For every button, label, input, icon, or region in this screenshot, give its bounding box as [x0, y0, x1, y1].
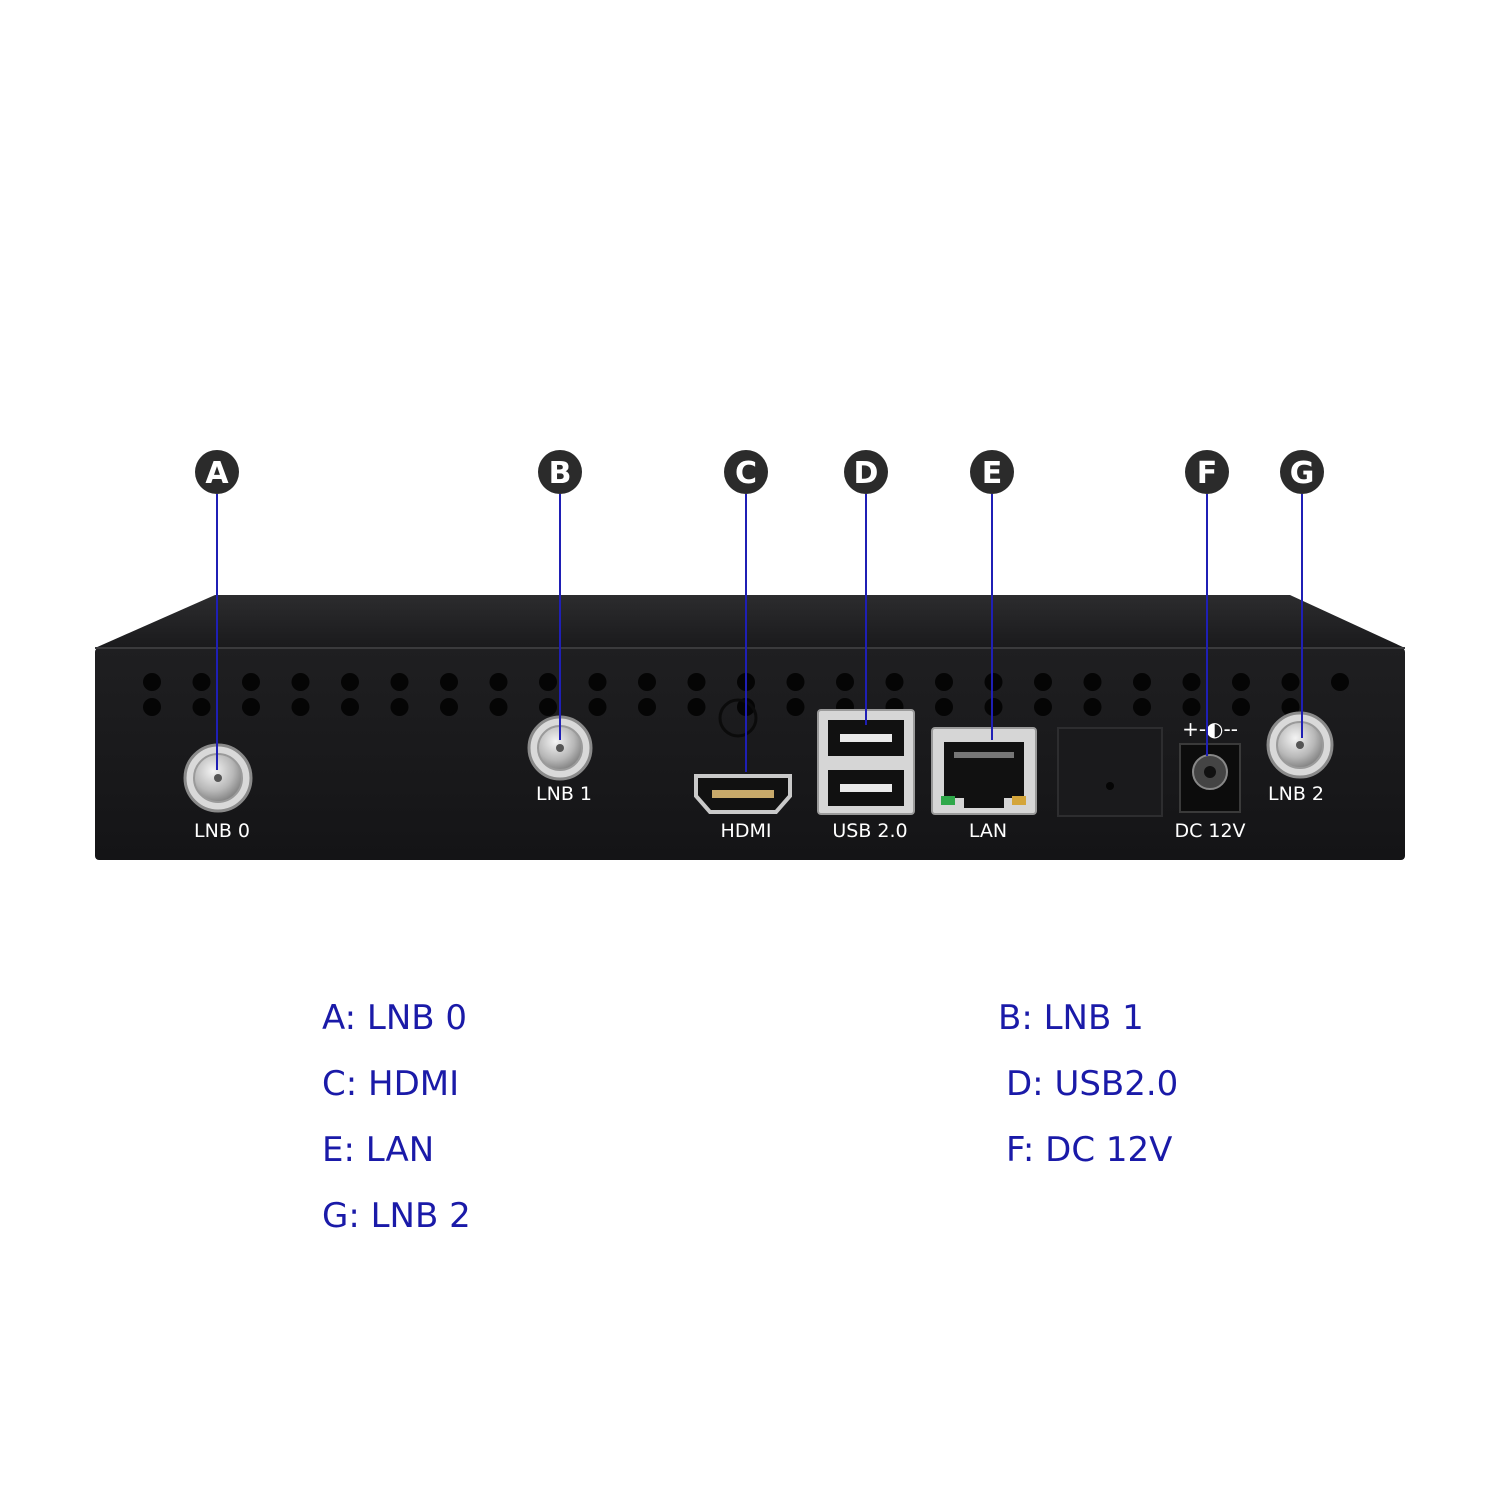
vent-hole	[935, 698, 953, 716]
vent-hole	[341, 698, 359, 716]
callout-letter-c: C	[735, 456, 757, 491]
vent-hole	[984, 673, 1003, 691]
vent-hole	[291, 673, 310, 691]
legend-item: G: LNB 2	[322, 1196, 471, 1236]
port-label-c: HDMI	[721, 820, 772, 842]
legend-item: B: LNB 1	[998, 998, 1144, 1038]
callout-letter-b: B	[549, 456, 572, 491]
callout-badge-d: D	[844, 450, 888, 494]
port-labels: LNB 0 LNB 1 HDMI USB 2.0 LAN DC 12V LNB 2	[194, 783, 1324, 842]
lnb-1-connector	[527, 715, 593, 781]
vent-hole	[539, 673, 557, 691]
vent-hole	[1083, 698, 1102, 716]
vent-hole	[1232, 698, 1250, 716]
vent-hole	[984, 698, 1003, 716]
vent-hole	[489, 673, 508, 691]
callout-badges: A B C D E F G	[195, 450, 1324, 494]
callout-badge-a: A	[195, 450, 239, 494]
port-label-a: LNB 0	[194, 820, 250, 842]
callout-badge-circle	[538, 450, 582, 494]
screw-ring	[718, 698, 758, 738]
vent-hole	[390, 673, 409, 691]
blank-panel	[1057, 727, 1163, 817]
vent-hole	[935, 673, 953, 691]
dc-polarity-symbol: +-◐--	[1182, 717, 1238, 741]
vent-hole	[786, 673, 805, 691]
lan-port	[931, 727, 1037, 815]
vent-hole	[440, 673, 458, 691]
callout-badge-b: B	[538, 450, 582, 494]
callout-letter-f: F	[1197, 456, 1218, 491]
callout-letter-a: A	[205, 456, 229, 491]
callout-badge-circle	[724, 450, 768, 494]
legend-item: E: LAN	[322, 1130, 435, 1170]
vent-hole	[786, 698, 805, 716]
vent-hole	[588, 698, 607, 716]
vent-hole	[687, 698, 706, 716]
callout-badge-circle	[844, 450, 888, 494]
vent-hole	[1281, 698, 1300, 716]
callout-badge-g: G	[1280, 450, 1324, 494]
callout-badge-circle	[970, 450, 1014, 494]
vent-hole	[638, 673, 656, 691]
callout-letter-d: D	[854, 456, 879, 491]
vent-hole	[341, 673, 359, 691]
vent-hole	[143, 673, 161, 691]
vent-hole	[1083, 673, 1102, 691]
callout-badge-c: C	[724, 450, 768, 494]
callout-letter-e: E	[982, 456, 1003, 491]
callout-badge-circle	[1185, 450, 1229, 494]
vent-hole	[539, 698, 557, 716]
vent-hole	[638, 698, 656, 716]
vent-hole	[1182, 698, 1201, 716]
legend-item: A: LNB 0	[322, 998, 468, 1038]
vent-hole	[1331, 673, 1349, 691]
callout-badge-f: F	[1185, 450, 1229, 494]
vent-hole	[588, 673, 607, 691]
callout-badge-circle	[1280, 450, 1324, 494]
callout-badge-circle	[195, 450, 239, 494]
legend-item: F: DC 12V	[1006, 1130, 1173, 1170]
vent-hole	[1034, 673, 1052, 691]
callout-badge-e: E	[970, 450, 1014, 494]
port-label-e: LAN	[969, 820, 1007, 842]
port-label-g: LNB 2	[1268, 783, 1324, 805]
port-label-d: USB 2.0	[832, 820, 907, 842]
port-label-b: LNB 1	[536, 783, 592, 805]
vent-hole	[885, 673, 904, 691]
callout-letter-g: G	[1290, 456, 1315, 491]
vent-hole	[1133, 673, 1151, 691]
vent-hole	[1034, 698, 1052, 716]
vent-hole	[242, 673, 260, 691]
vent-hole	[687, 673, 706, 691]
vent-hole	[390, 698, 409, 716]
dc-jack	[1179, 743, 1241, 813]
vent-hole	[1182, 673, 1201, 691]
usb-2-0-ports	[817, 709, 915, 815]
lnb-0-connector	[183, 743, 253, 813]
vent-hole	[1133, 698, 1151, 716]
vent-hole	[143, 698, 161, 716]
callout-lines	[216, 494, 1303, 772]
vent-hole	[836, 673, 854, 691]
vent-hole	[291, 698, 310, 716]
ventilation-holes	[143, 673, 1349, 716]
legend-item: D: USB2.0	[1006, 1064, 1179, 1104]
vent-hole	[1232, 673, 1250, 691]
vent-hole	[192, 698, 211, 716]
vent-hole	[242, 698, 260, 716]
vent-hole	[489, 698, 508, 716]
lnb-2-connector	[1266, 711, 1334, 779]
port-label-f: DC 12V	[1174, 820, 1245, 842]
vent-hole	[192, 673, 211, 691]
vent-hole	[440, 698, 458, 716]
vent-hole	[1281, 673, 1300, 691]
chassis-top-surface	[95, 595, 1405, 648]
legend-item: C: HDMI	[322, 1064, 460, 1104]
hdmi-port	[694, 774, 792, 814]
